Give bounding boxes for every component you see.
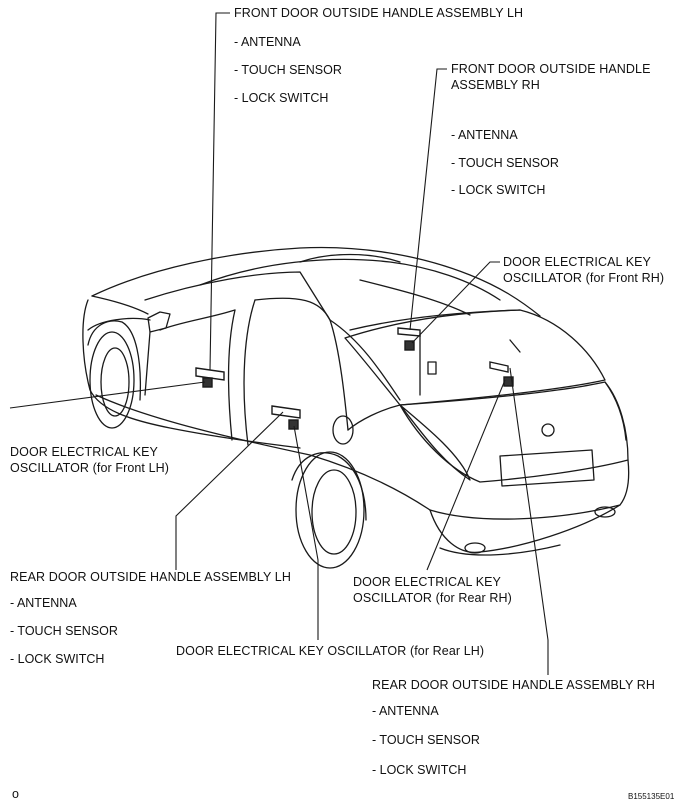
leader-osc-rear-lh [293,425,319,640]
oscillator-rear-lh [288,419,299,430]
label-osc-rear-rh: OSCILLATOR (for Rear RH) [353,591,512,605]
label-rear-rh-item: - LOCK SWITCH [372,763,467,777]
emblem [541,423,555,437]
label-osc-rear-rh: DOOR ELECTRICAL KEY [353,575,501,589]
label-front-lh-item: - TOUCH SENSOR [234,63,342,77]
leader-osc-front-rh [411,261,500,344]
license-plate [499,449,595,487]
front-wheel [89,331,135,429]
rear-wheel [295,451,365,569]
leader-front-rh [409,68,447,331]
label-rear-rh-item: - TOUCH SENSOR [372,733,480,747]
label-osc-front-rh: OSCILLATOR (for Front RH) [503,271,665,285]
label-rear-lh-title: REAR DOOR OUTSIDE HANDLE ASSEMBLY LH [10,570,291,584]
windshield [144,271,331,321]
rear-door-line [243,299,256,446]
rear-bumper [429,459,630,520]
handle-rear-lh [271,405,301,419]
body-side [82,299,301,449]
label-rear-lh-item: - TOUCH SENSOR [10,624,118,638]
oscillator-front-rh [404,340,415,351]
label-front-rh-item: - LOCK SWITCH [451,183,546,197]
body-side-lower [95,394,431,511]
label-osc-rear-lh: DOOR ELECTRICAL KEY OSCILLATOR (for Rear… [176,644,485,658]
label-front-rh-title: FRONT DOOR OUTSIDE HANDLE [451,62,651,76]
figure-code: B155135E01 [628,792,675,801]
label-osc-front-rh: DOOR ELECTRICAL KEY [503,255,651,269]
rear-window [344,309,606,406]
leader-rear-lh [175,411,284,570]
label-rear-lh-item: - ANTENNA [10,596,77,610]
front-door-line [144,331,151,396]
handle-front-lh [195,367,225,381]
leader-osc-front-lh [9,381,206,409]
label-front-lh-item: - LOCK SWITCH [234,91,329,105]
label-front-rh-item: - TOUCH SENSOR [451,156,559,170]
car-roof [91,246,541,317]
label-front-rh-title: ASSEMBLY RH [451,78,540,92]
handle-rear-rh [489,361,509,373]
label-front-rh-item: - ANTENNA [451,128,518,142]
label-rear-lh-item: - LOCK SWITCH [10,652,105,666]
handle-front-rh [397,327,421,337]
label-rear-rh-item: - ANTENNA [372,704,439,718]
leader-osc-rear-rh [426,379,506,571]
label-osc-front-lh: DOOR ELECTRICAL KEY [10,445,158,459]
label-osc-front-lh: OSCILLATOR (for Front LH) [10,461,170,475]
label-rear-rh-title: REAR DOOR OUTSIDE HANDLE ASSEMBLY RH [372,678,656,692]
side-mirror [147,311,171,333]
label-front-lh-title: FRONT DOOR OUTSIDE HANDLE ASSEMBLY LH [234,6,524,20]
leader-front-lh [209,12,230,371]
label-front-lh-item: - ANTENNA [234,35,301,49]
car-roof-inner [199,258,501,301]
corner-mark: o [12,787,19,801]
leader-rear-rh [509,367,549,675]
